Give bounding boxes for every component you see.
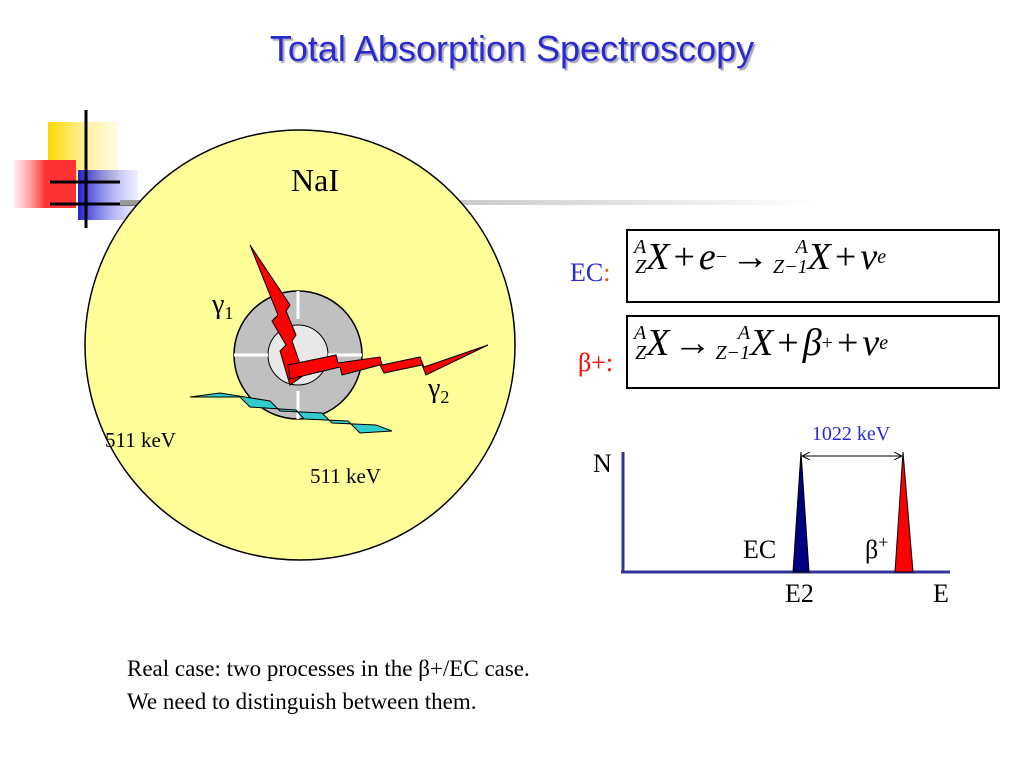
- caption-line-1: Real case: two processes in the β+/EC ca…: [127, 656, 530, 681]
- nai-detector-diagram: NaI γ1 γ2 511 keV 511 keV: [84, 129, 516, 561]
- annihilation-photon: [189, 392, 393, 434]
- gamma2-ray: [287, 344, 489, 380]
- annihilation-energy-right: 511 keV: [310, 464, 381, 488]
- ec-equation-label: EC:: [570, 258, 611, 287]
- red-square: [14, 160, 76, 208]
- separation-label: 1022 keV: [812, 423, 891, 445]
- caption-line-2: We need to distinguish between them.: [127, 689, 477, 714]
- y-axis-label: N: [593, 449, 612, 478]
- nai-label: NaI: [291, 162, 339, 198]
- blue-square: [78, 170, 138, 220]
- beta-equation-label: β+:: [578, 348, 614, 377]
- beta-peak: [894, 451, 914, 573]
- spectrum-sketch: 1022 keV N E E2 EC β+: [593, 423, 950, 608]
- ec-peak-label: EC: [743, 535, 776, 564]
- gamma2-label: γ2: [427, 373, 449, 407]
- slide-title: Total Absorption Spectroscopy: [269, 28, 755, 69]
- annihilation-energy-left: 511 keV: [105, 428, 176, 452]
- decorative-horizontal-rule: [120, 200, 820, 205]
- gamma1-ray: [249, 244, 305, 386]
- x-axis-label: E: [933, 579, 949, 608]
- slide-caption: Real case: two processes in the β+/EC ca…: [127, 652, 530, 718]
- ec-peak: [792, 451, 810, 573]
- beta-peak-label: β+: [865, 532, 888, 564]
- gamma1-label: γ1: [211, 289, 233, 323]
- e2-label: E2: [785, 579, 814, 608]
- decorative-corner-graphic: [14, 110, 140, 228]
